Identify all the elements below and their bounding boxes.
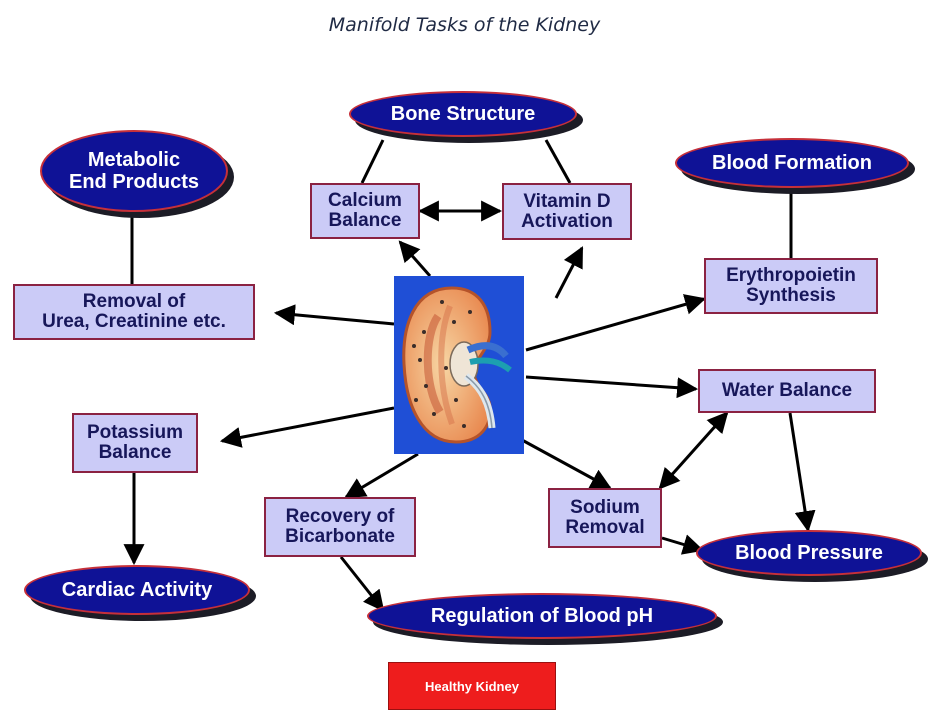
arrow-sodium-water (660, 413, 727, 488)
node-erythropoietin-synthesis: Erythropoietin Synthesis (704, 258, 878, 314)
node-regulation-of-blood-ph: Regulation of Blood pH (367, 593, 717, 639)
node-recovery-of-bicarbonate: Recovery of Bicarbonate (264, 497, 416, 557)
arrow-kidney-to-sodium (522, 440, 610, 488)
node-cardiac-activity: Cardiac Activity (24, 565, 250, 615)
arrow-kidney-to-potassium (222, 408, 394, 441)
node-bone-structure: Bone Structure (349, 91, 577, 137)
kidney-icon (394, 276, 524, 454)
line-vitamind-to-bone (546, 140, 570, 183)
arrow-sodium-to-pressure (662, 538, 702, 550)
node-removal-of-urea: Removal of Urea, Creatinine etc. (13, 284, 255, 340)
healthy-kidney-badge: Healthy Kidney (388, 662, 556, 710)
node-metabolic-end-products: Metabolic End Products (40, 130, 228, 212)
arrow-kidney-to-water (526, 377, 696, 389)
arrow-kidney-to-calcium (400, 242, 430, 276)
kidney-illustration (394, 276, 524, 454)
node-water-balance: Water Balance (698, 369, 876, 413)
arrow-bicarbonate-to-ph (341, 557, 383, 610)
arrow-kidney-to-epo (526, 299, 704, 350)
node-potassium-balance: Potassium Balance (72, 413, 198, 473)
line-calcium-to-bone (362, 140, 383, 183)
node-calcium-balance: Calcium Balance (310, 183, 420, 239)
node-blood-formation: Blood Formation (675, 138, 909, 188)
arrow-kidney-to-removal (276, 313, 394, 324)
node-vitamin-d-activation: Vitamin D Activation (502, 183, 632, 240)
arrow-water-to-pressure (790, 413, 808, 530)
node-blood-pressure: Blood Pressure (696, 530, 922, 576)
arrow-to-vitamind (556, 248, 582, 298)
arrow-kidney-to-bicarbonate (346, 454, 418, 497)
node-sodium-removal: Sodium Removal (548, 488, 662, 548)
